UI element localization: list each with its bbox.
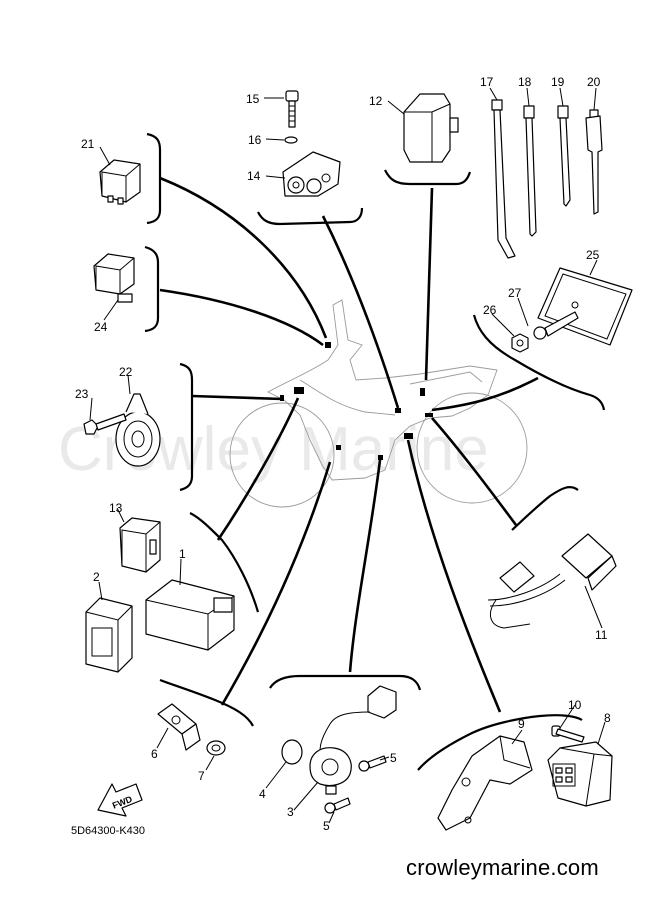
cable-tie-20-icon[interactable] <box>585 109 603 215</box>
callout-25: 25 <box>586 248 600 262</box>
relay-24-icon[interactable] <box>93 253 135 303</box>
screw-10-icon[interactable] <box>551 725 585 743</box>
motorcycle-outline <box>229 299 528 508</box>
callout-18: 18 <box>518 75 532 89</box>
ecu-1-icon[interactable] <box>145 579 235 651</box>
callout-12: 12 <box>369 94 383 108</box>
cable-tie-17-icon[interactable] <box>491 99 516 259</box>
callout-11: 11 <box>595 628 608 642</box>
callout-labels: 1 2 3 4 5 5 6 7 8 9 10 11 12 13 14 15 16… <box>75 75 611 833</box>
fwd-arrow-icon: FWD <box>97 783 143 817</box>
callout-27: 27 <box>508 286 522 300</box>
regulator-8-icon[interactable] <box>547 741 613 807</box>
unit-2-icon[interactable] <box>85 597 133 673</box>
screw-5b-icon[interactable] <box>324 797 351 814</box>
callout-20: 20 <box>587 75 601 89</box>
relay-21-icon[interactable] <box>99 159 141 205</box>
callout-26: 26 <box>483 303 497 317</box>
callout-2: 2 <box>93 570 100 584</box>
callout-22: 22 <box>119 365 133 379</box>
leader-lines <box>159 176 539 713</box>
callout-5b: 5 <box>323 819 330 833</box>
diagram-code: 5D64300-K430 <box>71 825 145 837</box>
callout-6: 6 <box>151 747 158 761</box>
callout-14: 14 <box>247 169 261 183</box>
callout-ticks <box>89 87 606 824</box>
horn-22-icon[interactable] <box>115 393 161 467</box>
callout-9: 9 <box>518 717 525 731</box>
callout-19: 19 <box>551 75 565 89</box>
sensor-9-icon[interactable] <box>437 735 533 831</box>
module-12-icon[interactable] <box>403 93 459 163</box>
callout-8: 8 <box>604 711 611 725</box>
nut-26-icon[interactable] <box>511 333 529 353</box>
group-brackets <box>144 132 606 771</box>
sensor-6-icon[interactable] <box>157 703 201 751</box>
callout-24: 24 <box>94 320 108 334</box>
relay-13-icon[interactable] <box>119 517 161 573</box>
sensor-3-icon[interactable] <box>309 685 397 795</box>
cable-tie-19-icon[interactable] <box>557 105 571 207</box>
callout-17: 17 <box>480 75 494 89</box>
bolt-15-icon[interactable] <box>285 90 299 128</box>
callout-15: 15 <box>246 92 260 106</box>
screw-27-icon[interactable] <box>533 311 579 340</box>
callout-16: 16 <box>248 133 262 147</box>
callout-13: 13 <box>109 501 123 515</box>
callout-7: 7 <box>198 769 205 783</box>
callout-1: 1 <box>179 547 186 561</box>
callout-5a: 5 <box>390 751 397 765</box>
callout-4: 4 <box>259 787 266 801</box>
callout-21: 21 <box>81 137 95 151</box>
screw-5a-icon[interactable] <box>358 755 387 772</box>
washer-7-icon[interactable] <box>206 740 226 756</box>
location-markers <box>280 342 433 460</box>
o-ring-4-icon[interactable] <box>281 739 303 765</box>
cable-tie-18-icon[interactable] <box>523 105 537 237</box>
callout-10: 10 <box>568 698 582 712</box>
washer-16-icon[interactable] <box>284 136 298 144</box>
callout-3: 3 <box>287 805 294 819</box>
site-url-text: crowleymarine.com <box>406 855 599 880</box>
sensor-11-icon[interactable] <box>487 533 617 629</box>
callout-23: 23 <box>75 387 89 401</box>
bracket-14-icon[interactable] <box>282 151 341 197</box>
bolt-23-icon[interactable] <box>83 413 127 435</box>
